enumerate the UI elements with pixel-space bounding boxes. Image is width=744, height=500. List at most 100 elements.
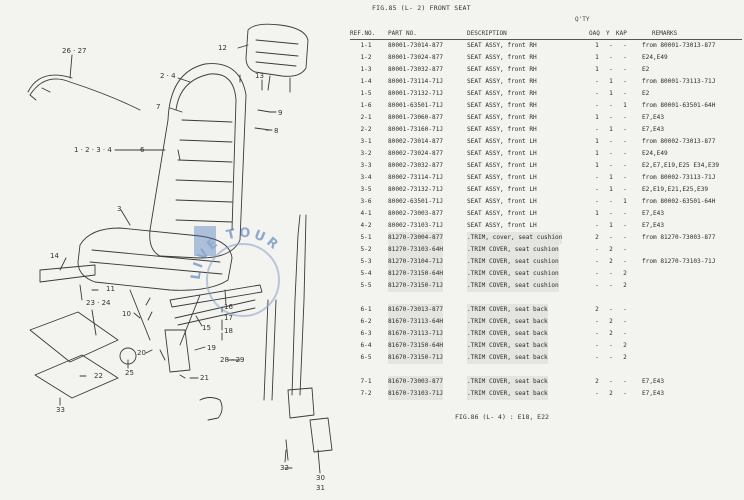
description-cell: SEAT ASSY, front LH <box>467 162 537 169</box>
callout-1-2-3-4: 1 · 2 · 3 · 4 <box>74 146 112 154</box>
qty-y-cell: 1 <box>609 78 613 85</box>
qty-oaq-cell: 1 <box>595 42 599 49</box>
part-no-cell: 80002-73103-71J <box>388 222 444 229</box>
remarks-cell: from 80002-73013-877 <box>642 138 716 145</box>
description-cell: .TRIM COVER, seat cushion <box>467 268 559 280</box>
description-cell: .TRIM COVER, seat back <box>467 328 548 340</box>
callout-15: 15 <box>202 324 211 332</box>
qty-y-cell: - <box>609 354 613 361</box>
qty-kap-cell: - <box>623 78 627 85</box>
qty-y-cell: - <box>609 234 613 241</box>
ref-no-cell: 1-4 <box>360 78 372 85</box>
part-no-cell: 81670-73103-71J <box>388 388 444 400</box>
qty-y-cell: 2 <box>609 330 613 337</box>
qty-y-cell: 2 <box>609 390 613 397</box>
remarks-cell: E2 <box>642 90 650 97</box>
part-no-cell: 80002-73014-877 <box>388 138 444 145</box>
qty-kap-cell: - <box>623 114 627 121</box>
callout-6: 6 <box>140 146 145 154</box>
callout-14: 14 <box>50 252 59 260</box>
description-cell: SEAT ASSY, front RH <box>467 102 537 109</box>
qty-y-cell: 1 <box>609 90 613 97</box>
ref-no-cell: 6-1 <box>360 306 372 313</box>
floor-plate <box>29 311 119 363</box>
header-y: Y <box>606 30 610 37</box>
ref-no-cell: 5-2 <box>360 246 372 253</box>
description-cell: SEAT ASSY, front RH <box>467 114 537 121</box>
remarks-cell: from 80001-63501-64H <box>642 102 716 109</box>
part-no-cell: 80001-63501-71J <box>388 102 444 109</box>
description-cell: SEAT ASSY, front LH <box>467 150 537 157</box>
qty-kap-cell: - <box>623 138 627 145</box>
header-ref-no: REF.NO. <box>350 30 376 37</box>
remarks-cell: E7,E43 <box>642 390 665 397</box>
description-cell: .TRIM COVER, seat back <box>467 316 548 328</box>
qty-oaq-cell: - <box>595 174 599 181</box>
qty-oaq-cell: 2 <box>595 234 599 241</box>
qty-kap-cell: 2 <box>623 342 627 349</box>
part-no-cell: 80002-73003-877 <box>388 210 444 217</box>
qty-kap-cell: - <box>623 90 627 97</box>
qty-oaq-cell: - <box>595 330 599 337</box>
ref-no-cell: 6-5 <box>360 354 372 361</box>
qty-y-cell: 1 <box>609 186 613 193</box>
qty-y-cell: - <box>609 162 613 169</box>
qty-y-cell: - <box>609 270 613 277</box>
qty-oaq-cell: 1 <box>595 66 599 73</box>
qty-oaq-cell: - <box>595 126 599 133</box>
part-no-cell: 81670-73003-877 <box>388 376 444 388</box>
description-cell: SEAT ASSY, front RH <box>467 78 537 85</box>
ref-no-cell: 7-1 <box>360 378 372 385</box>
qty-y-cell: - <box>609 282 613 289</box>
qty-y-cell: 1 <box>609 174 613 181</box>
qty-y-cell: 2 <box>609 318 613 325</box>
qty-oaq-cell: - <box>595 78 599 85</box>
qty-y-cell: - <box>609 150 613 157</box>
qty-y-cell: - <box>609 378 613 385</box>
part-no-cell: 80002-73132-71J <box>388 186 444 193</box>
ref-no-cell: 3-5 <box>360 186 372 193</box>
callout-20: 20 <box>137 349 146 357</box>
description-cell: .TRIM COVER, seat cushion <box>467 280 559 292</box>
qty-kap-cell: - <box>623 258 627 265</box>
qty-oaq-cell: 2 <box>595 378 599 385</box>
qty-y-cell: 2 <box>609 246 613 253</box>
qty-kap-cell: - <box>623 126 627 133</box>
description-cell: SEAT ASSY, front RH <box>467 54 537 61</box>
callout-25: 25 <box>125 369 134 377</box>
backrest-outline <box>149 63 247 259</box>
qty-y-cell: 1 <box>609 126 613 133</box>
qty-oaq-cell: 1 <box>595 138 599 145</box>
remarks-cell: E2,E19,E21,E25,E39 <box>642 186 709 193</box>
qty-oaq-cell: - <box>595 258 599 265</box>
callout-26-27: 26 · 27 <box>62 47 87 55</box>
qty-kap-cell: - <box>623 222 627 229</box>
ref-no-cell: 6-2 <box>360 318 372 325</box>
qty-oaq-cell: - <box>595 102 599 109</box>
qty-y-cell: - <box>609 66 613 73</box>
callout-16: 16 <box>224 303 233 311</box>
callout-8: 8 <box>274 127 278 135</box>
qty-y-cell: 2 <box>609 258 613 265</box>
description-cell: .TRIM COVER, seat back <box>467 304 548 316</box>
description-cell: SEAT ASSY, front LH <box>467 186 537 193</box>
figure-footer: FIG.86 (L- 4) : E18, E22 <box>455 413 549 421</box>
ref-no-cell: 1-6 <box>360 102 372 109</box>
part-no-cell: 80001-73032-877 <box>388 66 444 73</box>
qty-kap-cell: - <box>623 378 627 385</box>
qty-kap-cell: - <box>623 306 627 313</box>
part-no-cell: 81270-73150-71J <box>388 280 444 292</box>
